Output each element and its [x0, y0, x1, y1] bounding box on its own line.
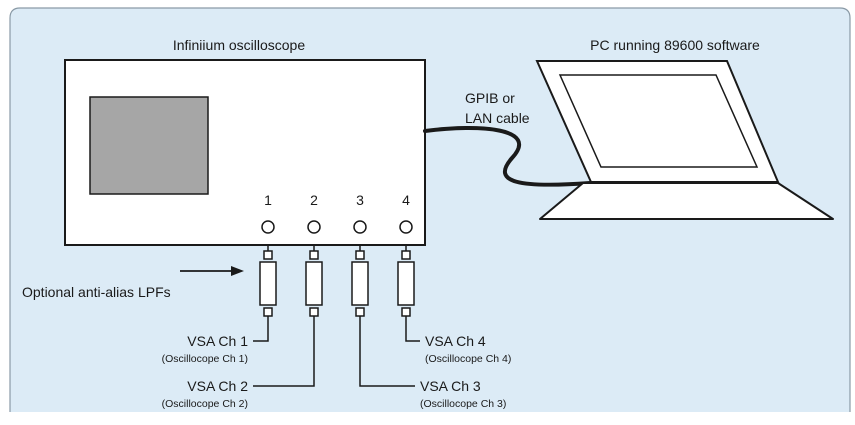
- vsa-ch2-label: VSA Ch 2: [187, 378, 248, 394]
- vsa-leader-lines: [253, 316, 420, 387]
- leader-line-ch3: [359, 316, 415, 387]
- channel-3-connector: [353, 220, 367, 234]
- vsa-ch3-label: VSA Ch 3: [420, 378, 481, 394]
- vsa-ch1-label: VSA Ch 1: [187, 333, 248, 349]
- channel-number-3: 3: [356, 192, 364, 208]
- oscilloscope-title: Infiniium oscilloscope: [173, 37, 305, 53]
- channel-number-1: 1: [264, 192, 272, 208]
- leader-line-ch2: [253, 316, 315, 387]
- channel-number-4: 4: [402, 192, 410, 208]
- oscilloscope-screen: [89, 96, 209, 195]
- leader-line-ch1: [253, 316, 269, 342]
- cable-label-line2: LAN cable: [465, 110, 530, 126]
- channel-connectors: [261, 220, 413, 234]
- lpf-arrowhead: [231, 266, 244, 276]
- leader-line-ch4: [405, 316, 420, 342]
- pc-title: PC running 89600 software: [590, 37, 760, 53]
- channel-number-2: 2: [310, 192, 318, 208]
- vsa-ch1-sublabel: (Oscillocope Ch 1): [162, 353, 248, 365]
- vsa-ch4-sublabel: (Oscillocope Ch 4): [425, 353, 511, 365]
- channel-4-connector: [399, 220, 413, 234]
- vsa-ch3-sublabel: (Oscillocope Ch 3): [420, 398, 506, 410]
- cable-label-line1: GPIB or: [465, 90, 515, 106]
- vsa-ch2-sublabel: (Oscillocope Ch 2): [162, 398, 248, 410]
- vsa-ch4-label: VSA Ch 4: [425, 333, 486, 349]
- lpf-filter-4: [397, 245, 415, 317]
- laptop: [535, 60, 834, 220]
- channel-1-connector: [261, 220, 275, 234]
- lpf-label: Optional anti-alias LPFs: [22, 284, 171, 300]
- laptop-screen-inner: [558, 74, 759, 168]
- channel-2-connector: [307, 220, 321, 234]
- gpib-lan-cable: [423, 126, 592, 187]
